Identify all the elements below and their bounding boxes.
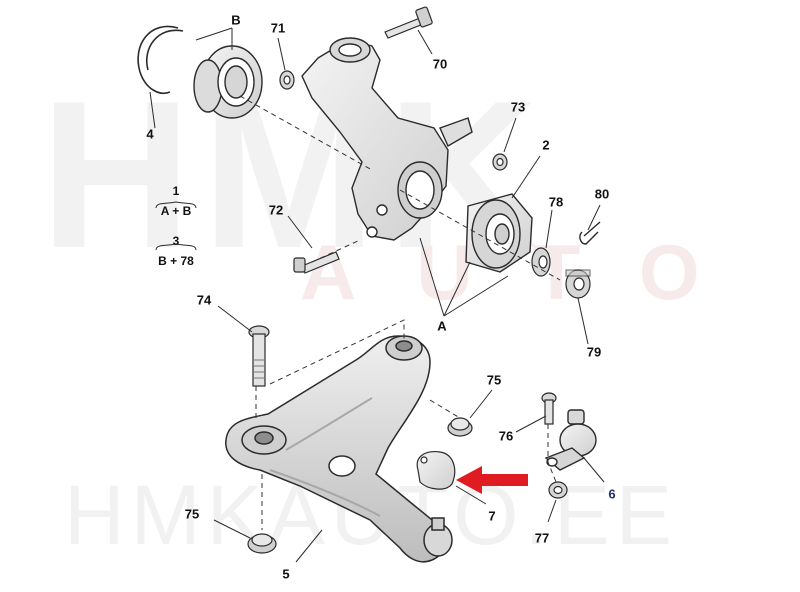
formula-2-top: 3 bbox=[172, 234, 180, 248]
callout-2: 2 bbox=[542, 137, 550, 153]
callout-4: 4 bbox=[146, 126, 154, 142]
steering-knuckle-part bbox=[301, 37, 473, 241]
flange-nut-75-upper-part bbox=[447, 417, 473, 437]
callout-B: B bbox=[231, 12, 241, 28]
callout-79: 79 bbox=[586, 344, 602, 360]
callout-73: 73 bbox=[510, 99, 526, 115]
ball-joint-part bbox=[544, 409, 597, 471]
callout-78: 78 bbox=[548, 194, 564, 210]
circlip-part bbox=[137, 25, 184, 94]
nut-73-part bbox=[492, 153, 508, 171]
castle-nut-79-part bbox=[565, 269, 591, 299]
formula-2-bottom: B + 78 bbox=[158, 254, 194, 268]
highlight-arrow-icon bbox=[456, 466, 528, 494]
wheel-bearing-part bbox=[193, 45, 263, 119]
callout-72: 72 bbox=[268, 202, 284, 218]
callout-71: 71 bbox=[270, 20, 286, 36]
lower-control-arm-part bbox=[225, 335, 453, 563]
formula-1-bottom: A + B bbox=[160, 204, 192, 218]
wheel-hub-part bbox=[465, 193, 533, 273]
callout-70: 70 bbox=[432, 56, 448, 72]
bolt-74-part bbox=[248, 325, 270, 387]
formula-1: 1 A + B bbox=[161, 184, 192, 218]
callout-75-upper: 75 bbox=[486, 372, 502, 388]
formula-2: 3 B + 78 bbox=[158, 234, 194, 268]
callout-A: A bbox=[437, 318, 447, 334]
bolt-70-part bbox=[384, 6, 433, 39]
callout-75-lower: 75 bbox=[184, 506, 200, 522]
assembly-lines bbox=[239, 95, 561, 530]
bolt-76-part bbox=[541, 392, 557, 425]
leader-lines bbox=[149, 27, 605, 563]
callout-74: 74 bbox=[196, 292, 212, 308]
nut-77-part bbox=[548, 481, 568, 499]
callout-5: 5 bbox=[282, 566, 290, 582]
split-pin-80-part bbox=[579, 221, 601, 245]
callout-6: 6 bbox=[608, 486, 616, 502]
callout-80: 80 bbox=[594, 186, 610, 202]
formula-braces bbox=[155, 201, 197, 251]
protection-plate-part bbox=[416, 451, 456, 490]
callout-77: 77 bbox=[534, 530, 550, 546]
callout-7: 7 bbox=[488, 508, 496, 524]
bolt-72-part bbox=[293, 251, 340, 274]
washer-78-part bbox=[531, 247, 551, 277]
formula-1-top: 1 bbox=[172, 184, 180, 198]
flange-nut-75-lower-part bbox=[247, 533, 277, 554]
watermark-logo: HMK bbox=[40, 57, 549, 292]
callout-76: 76 bbox=[498, 428, 514, 444]
nut-71-part bbox=[279, 70, 295, 90]
